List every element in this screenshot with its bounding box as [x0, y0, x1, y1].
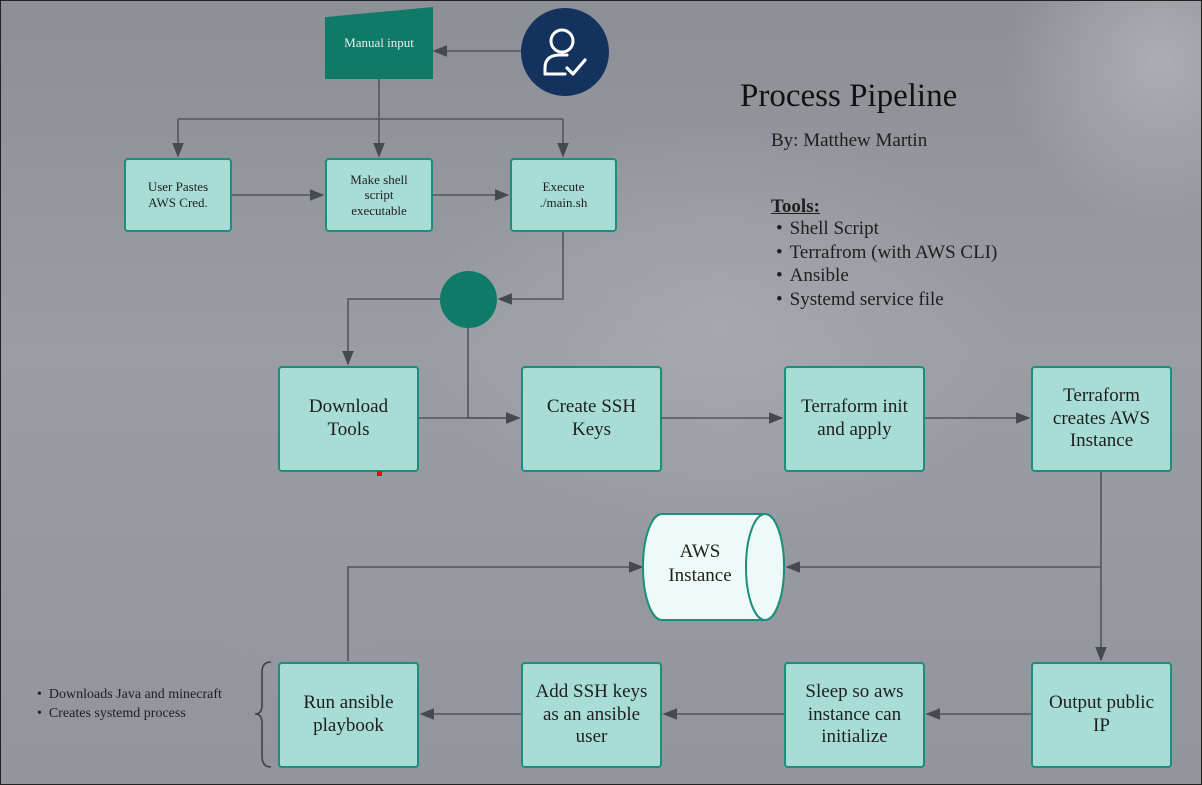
- paste-line-2: AWS Cred.: [148, 195, 208, 210]
- ip-line-1: Output public: [1048, 692, 1155, 714]
- shell-line-2: script: [364, 187, 394, 203]
- step-make-executable: Make shell script executable: [325, 158, 433, 232]
- exec-line-2: ./main.sh: [539, 195, 588, 210]
- tools-heading: Tools:: [771, 196, 820, 217]
- junction-node: [440, 271, 497, 328]
- user-check-icon: [521, 8, 609, 96]
- tools-list: Shell Script Terrafrom (with AWS CLI) An…: [776, 218, 998, 313]
- addkeys-line-3: user: [575, 726, 608, 748]
- addkeys-line-1: Add SSH keys: [535, 680, 648, 702]
- playbook-note: Creates systemd process: [37, 704, 237, 723]
- tfinit-line-2: and apply: [817, 419, 892, 440]
- arrow-ansible-to-aws: [347, 561, 644, 661]
- ansible-line-1: Run ansible: [303, 692, 394, 714]
- step-terraform-init-apply: Terraform init and apply: [784, 366, 925, 472]
- aws-line-2: Instance: [668, 564, 732, 586]
- step-add-ssh-keys: Add SSH keys as an ansible user: [521, 662, 662, 768]
- tfcreate-line-1: Terraform: [1063, 384, 1140, 406]
- page-title: Process Pipeline: [740, 78, 958, 114]
- step-sleep-initialize: Sleep so aws instance can initialize: [784, 662, 925, 768]
- playbook-notes: Downloads Java and minecraft Creates sys…: [37, 685, 237, 723]
- ssh-line-2: Keys: [571, 419, 612, 440]
- shell-line-3: executable: [351, 202, 407, 218]
- sleep-line-2: instance can: [807, 703, 902, 725]
- tfinit-line-1: Terraform init: [801, 396, 908, 418]
- paste-line-1: User Pastes: [147, 179, 209, 195]
- tools-item: Ansible: [776, 265, 997, 289]
- marker-dot: [377, 471, 382, 476]
- step-output-public-ip: Output public IP: [1031, 662, 1172, 768]
- step-create-ssh-keys: Create SSH Keys: [521, 366, 662, 472]
- tools-item: Systemd service file: [776, 289, 997, 313]
- download-line-2: Tools: [327, 419, 370, 440]
- author-byline: By: Matthew Martin: [771, 130, 928, 151]
- ssh-line-1: Create SSH: [546, 396, 637, 418]
- tfcreate-line-2: creates AWS: [1052, 407, 1151, 429]
- addkeys-line-2: as an ansible: [542, 703, 641, 725]
- step-terraform-creates-instance: Terraform creates AWS Instance: [1031, 366, 1172, 472]
- ip-line-2: IP: [1093, 715, 1110, 736]
- step-execute-main: Execute ./main.sh: [510, 158, 617, 232]
- manual-input-box: Manual input: [325, 7, 433, 79]
- arrow-junction-to-download: [342, 298, 440, 366]
- aws-instance-label: AWS Instance: [650, 540, 750, 588]
- notes-brace: [254, 661, 272, 768]
- download-line-1: Download: [308, 396, 389, 418]
- aws-instance-cylinder: [642, 513, 785, 621]
- sleep-line-1: Sleep so aws: [805, 680, 904, 702]
- step-run-ansible-playbook: Run ansible playbook: [278, 662, 419, 768]
- arrow-exec-to-junction: [497, 232, 564, 305]
- playbook-note: Downloads Java and minecraft: [37, 685, 237, 704]
- ansible-line-2: playbook: [313, 715, 384, 736]
- aws-line-1: AWS: [679, 541, 721, 562]
- tfcreate-line-3: Instance: [1069, 430, 1134, 452]
- arrow-junction-to-ssh: [467, 328, 521, 424]
- step-download-tools: Download Tools: [278, 366, 419, 472]
- exec-line-1: Execute: [542, 179, 585, 195]
- manual-input-label: Manual input: [344, 35, 414, 50]
- tools-item: Terrafrom (with AWS CLI): [776, 242, 998, 266]
- step-paste-credentials: User Pastes AWS Cred.: [124, 158, 232, 232]
- tools-item: Shell Script: [776, 218, 997, 242]
- shell-line-1: Make shell: [350, 171, 408, 187]
- sleep-line-3: initialize: [821, 726, 888, 748]
